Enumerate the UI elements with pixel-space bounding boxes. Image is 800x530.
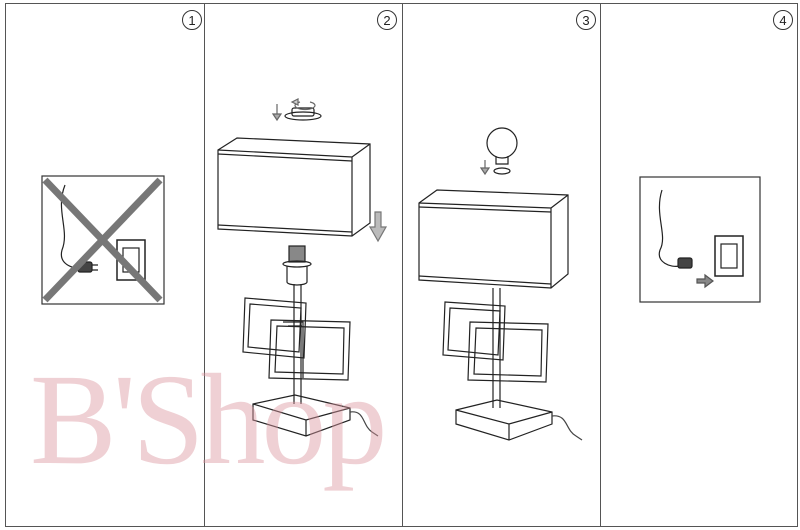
step-number: 3 — [576, 10, 596, 30]
right-arrow-icon — [696, 273, 714, 289]
bulb-installation-illustration — [418, 127, 583, 441]
bulb-icon — [486, 127, 518, 159]
step-panel-1: 1 — [5, 3, 205, 527]
step-number: 4 — [773, 10, 793, 30]
plug-in-illustration — [639, 176, 761, 303]
unplug-warning-illustration — [41, 175, 165, 305]
step-panel-2: 2 — [204, 3, 403, 527]
step-panel-4: 4 — [600, 3, 798, 527]
step-number: 1 — [182, 10, 202, 30]
shade-mounting-illustration — [217, 98, 388, 437]
down-arrow-icon — [368, 211, 388, 243]
step-number: 2 — [377, 10, 397, 30]
